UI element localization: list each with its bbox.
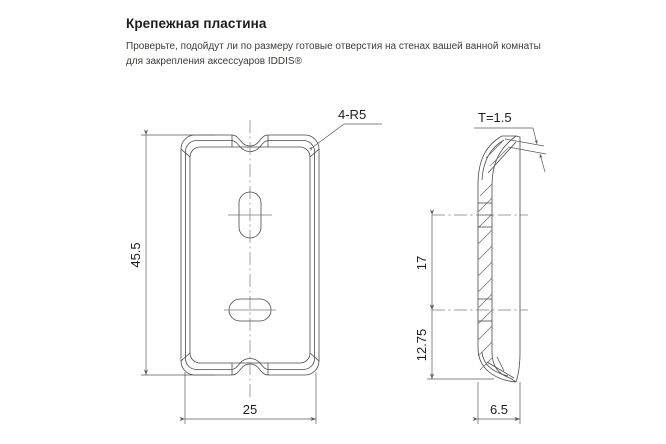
corner-tick-top-left <box>180 148 191 158</box>
dimension-label-depth: 6.5 <box>490 402 508 417</box>
dim-line-thickness-lower <box>539 153 546 173</box>
plate-outer-outline <box>180 134 320 376</box>
plate-inner-outline <box>189 146 311 364</box>
page-title: Крепежная пластина <box>126 16 267 31</box>
subtitle-line-2: для закрепления аксессуаров IDDIS® <box>126 55 302 67</box>
section-top-fold-line-2 <box>487 141 517 174</box>
dimension-thickness: T=1.5 <box>474 110 547 173</box>
side-section-view: 17 12.75 6.5 <box>414 110 547 424</box>
front-view: 45.5 25 4-R5 <box>128 107 382 424</box>
section-body-outline <box>477 135 518 383</box>
upper-slot-hole <box>238 191 262 239</box>
ext-line-thickness-1 <box>504 138 545 147</box>
section-hatching <box>477 141 509 371</box>
dimension-label-hole-spacing: 17 <box>414 256 429 270</box>
page-subtitle: Проверьте, подойдут ли по размеру готовы… <box>126 39 556 69</box>
corner-tick-top-right <box>309 148 320 158</box>
lower-slot-hole <box>228 298 272 322</box>
dimension-label-width: 25 <box>243 402 257 417</box>
header-block: Крепежная пластина Проверьте, подойдут л… <box>126 16 596 69</box>
dimension-width: 25 <box>179 372 317 424</box>
section-bottom-fold-line-3 <box>496 356 505 372</box>
corner-tick-bottom-left <box>180 352 191 362</box>
section-bottom-fold-line <box>481 351 509 377</box>
dim-line-thickness-upper <box>532 127 538 145</box>
section-outer-skin <box>515 135 521 383</box>
dimension-label-height: 45.5 <box>128 242 143 267</box>
callout-corner-radius: 4-R5 <box>308 107 382 151</box>
dimension-label-thickness: T=1.5 <box>478 110 512 125</box>
dimension-hole-spacing: 17 <box>414 209 435 310</box>
dimension-label-corner-radius: 4-R5 <box>338 107 366 122</box>
ext-line-thickness-2 <box>507 146 547 155</box>
section-bottom-fold-line-2 <box>486 361 515 379</box>
subtitle-line-1: Проверьте, подойдут ли по размеру готовы… <box>126 40 541 52</box>
corner-tick-bottom-right <box>309 352 320 362</box>
dimension-lower-hole-to-bottom: 12.75 <box>414 304 494 380</box>
dimension-label-lower-hole-to-bottom: 12.75 <box>414 329 429 362</box>
dimension-depth: 6.5 <box>472 382 521 424</box>
leader-line-r5 <box>308 123 345 151</box>
plate-fold-outline <box>185 140 315 370</box>
dimension-height: 45.5 <box>128 129 215 376</box>
section-lower-hole-marks <box>478 298 492 322</box>
